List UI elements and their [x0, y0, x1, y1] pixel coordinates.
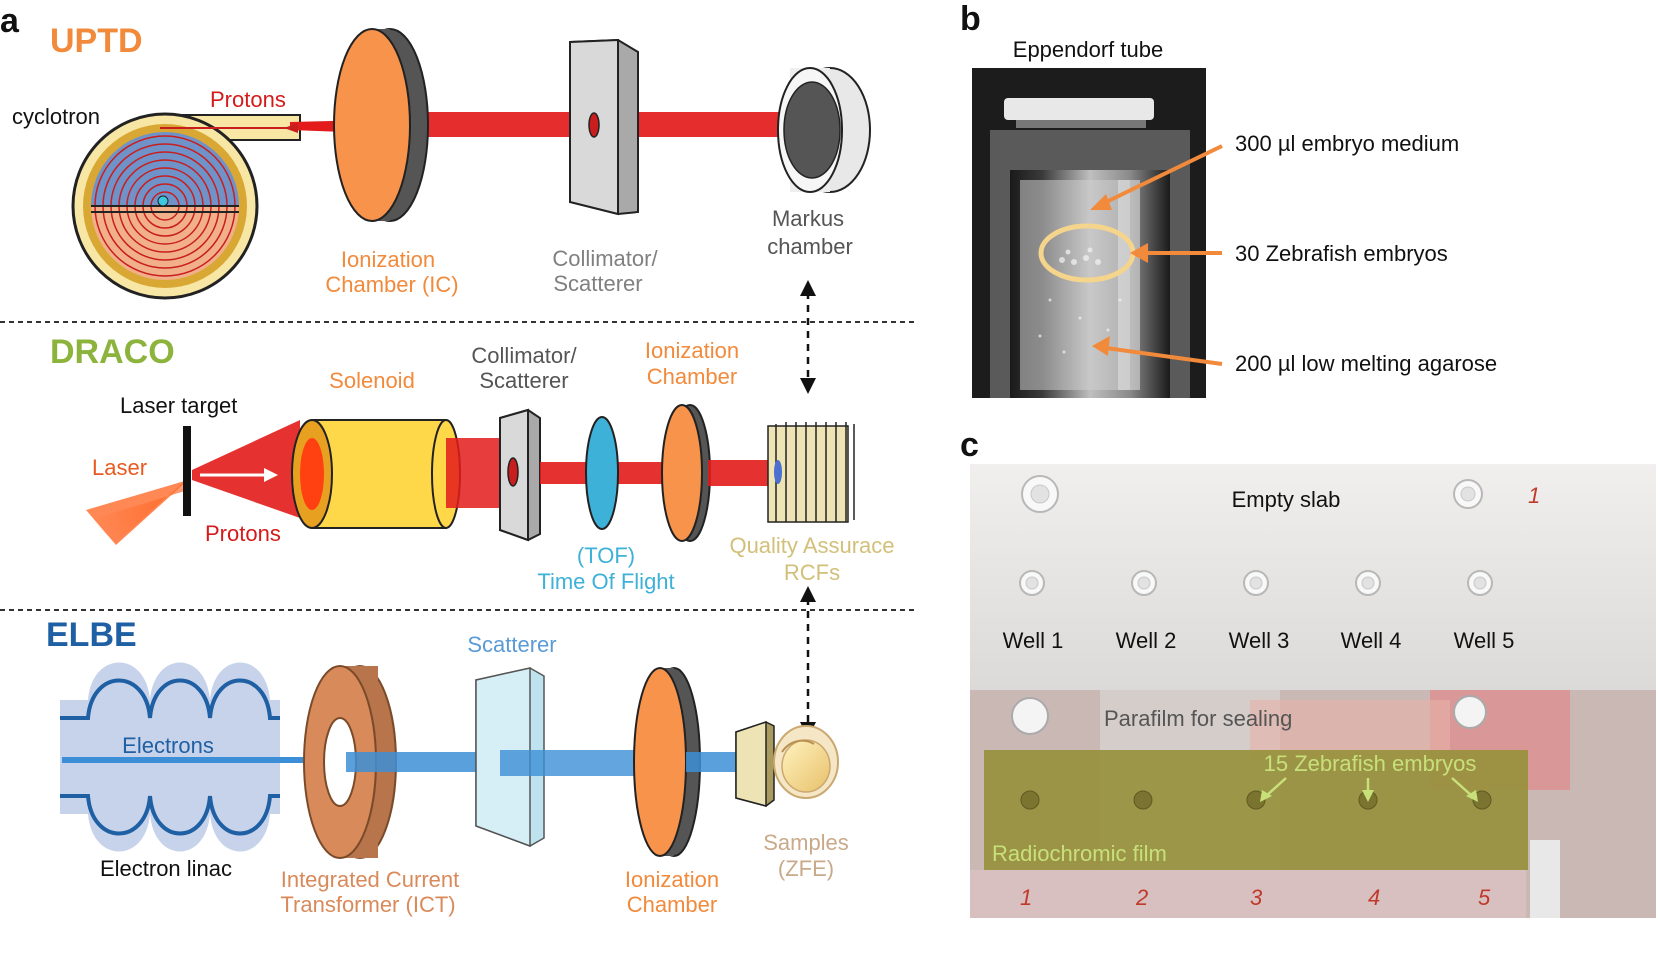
uptd-ic-label-2: Chamber (IC): [325, 272, 458, 297]
eppendorf-photo: [972, 68, 1206, 398]
electrons-label: Electrons: [122, 733, 214, 758]
uptd-collimator: [569, 38, 639, 216]
draco-protons-label: Protons: [205, 521, 281, 546]
laser-label: Laser: [92, 455, 147, 480]
draco-ionization-chamber: [661, 404, 711, 542]
panel-c: c Empty slab 1: [960, 426, 1656, 918]
parafilm-label: Parafilm for sealing: [1104, 706, 1292, 731]
laser-target-label: Laser target: [120, 393, 237, 418]
radiochromic-film: [984, 750, 1528, 870]
draco-beam-segment-1: [446, 438, 506, 508]
panel-b-arrowheads: [1090, 194, 1148, 356]
draco-title: DRACO: [50, 333, 175, 371]
samples-label-1: Samples: [763, 830, 849, 855]
well-4-label: Well 4: [1341, 628, 1402, 653]
well-3-label: Well 3: [1229, 628, 1290, 653]
annotation-medium: 300 µl embryo medium: [1235, 131, 1459, 156]
markus-label-1: Markus: [772, 206, 844, 231]
laser-target: [183, 426, 191, 516]
slab-corner-mark: 1: [1528, 483, 1540, 508]
elbe-scatterer-label: Scatterer: [467, 632, 556, 657]
solenoid: [291, 419, 461, 529]
markus-chamber: [777, 67, 871, 193]
draco-ic-label-1: Ionization: [645, 338, 739, 363]
linac-label: Electron linac: [100, 856, 232, 881]
film-number-1: 1: [1020, 885, 1032, 910]
draco-coll-label-1: Collimator/: [471, 343, 577, 368]
elbe-section: ELBE Electrons Electron linac Integrated…: [46, 616, 849, 917]
solenoid-label: Solenoid: [329, 368, 415, 393]
ict-label-2: Transformer (ICT): [280, 892, 455, 917]
qa-label-2: RCFs: [784, 560, 840, 585]
tof-detector: [585, 416, 619, 530]
ict: [303, 665, 397, 859]
uptd-section: UPTD cyclotron: [12, 22, 871, 300]
well-2-label: Well 2: [1116, 628, 1177, 653]
samples: [735, 720, 839, 807]
panel-b-arrows: [1101, 144, 1223, 366]
elbe-ic-label-2: Chamber: [627, 892, 717, 917]
well-1-label: Well 1: [1003, 628, 1064, 653]
ict-label-1: Integrated Current: [281, 867, 460, 892]
elbe-ionization-chamber: [633, 667, 701, 857]
embryo-arrowheads: [1260, 790, 1478, 802]
empty-slab-photo: [970, 464, 1656, 690]
qa-label-1: Quality Assurace: [729, 533, 894, 558]
uptd-title: UPTD: [50, 22, 143, 60]
draco-coll-label-2: Scatterer: [479, 368, 568, 393]
draco-proton-beam: [192, 420, 300, 518]
panel-a: a UPTD cyclotron: [0, 2, 918, 917]
radiochromic-film-label: Radiochromic film: [992, 841, 1167, 866]
uptd-beam-segment-2: [630, 112, 790, 137]
cyclotron-label: cyclotron: [12, 104, 100, 129]
uptd-coll-label-1: Collimator/: [552, 246, 658, 271]
film-number-4: 4: [1368, 885, 1380, 910]
panel-b: b Eppendorf tube: [960, 0, 1497, 398]
tof-label-2: Time Of Flight: [537, 569, 674, 594]
film-number-2: 2: [1135, 885, 1148, 910]
empty-slab-label: Empty slab: [1232, 487, 1341, 512]
cyclotron: [71, 112, 301, 300]
markus-label-2: chamber: [767, 234, 853, 259]
sealed-slab-photo: [970, 690, 1656, 918]
annotation-embryos: 30 Zebrafish embryos: [1235, 241, 1448, 266]
elbe-ic-label-1: Ionization: [625, 867, 719, 892]
uptd-coll-label-2: Scatterer: [553, 271, 642, 296]
samples-label-2: (ZFE): [778, 856, 834, 881]
eppendorf-label: Eppendorf tube: [1013, 37, 1163, 62]
draco-section: DRACO Laser target Laser Protons Solenoi…: [50, 333, 895, 594]
well-5-label: Well 5: [1454, 628, 1515, 653]
uptd-ionization-chamber: [333, 28, 429, 222]
film-number-3: 3: [1250, 885, 1263, 910]
panel-c-letter: c: [960, 426, 979, 464]
electron-beam-segment-3: [686, 752, 742, 772]
draco-ic-label-2: Chamber: [647, 364, 737, 389]
elbe-title: ELBE: [46, 616, 137, 654]
zebrafish-embryos-label: 15 Zebrafish embryos: [1264, 751, 1477, 776]
uptd-protons-label: Protons: [210, 87, 286, 112]
annotation-agarose: 200 µl low melting agarose: [1235, 351, 1497, 376]
uptd-ic-label-1: Ionization: [341, 247, 435, 272]
panel-a-letter: a: [0, 2, 20, 40]
draco-collimator: [499, 408, 541, 542]
panel-b-letter: b: [960, 0, 981, 38]
electron-beam-segment-1: [346, 752, 506, 772]
qa-rcf-stack: [767, 422, 855, 523]
tof-label-1: (TOF): [577, 543, 635, 568]
film-number-5: 5: [1478, 885, 1491, 910]
